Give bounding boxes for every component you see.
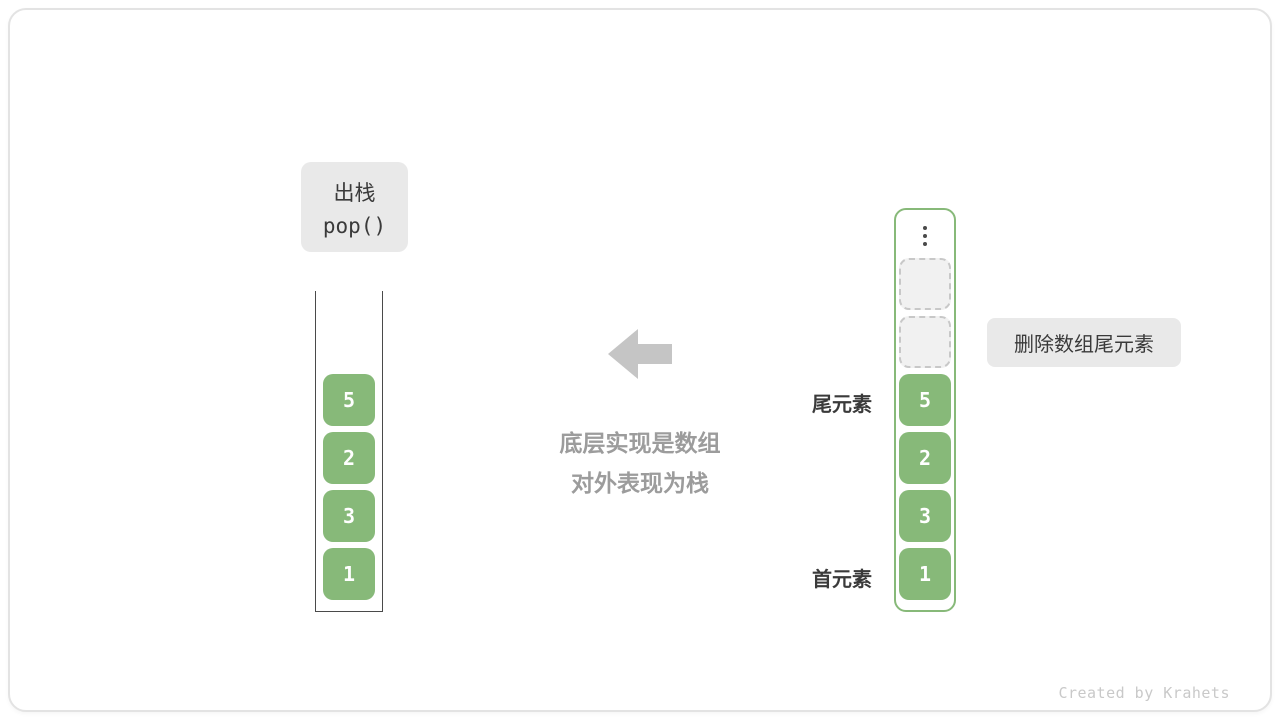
stack-cell: 2: [323, 432, 375, 484]
tail-element-label: 尾元素: [812, 392, 872, 416]
center-note-line2: 对外表现为栈: [571, 471, 709, 497]
credit-text: Created by Krahets: [1058, 684, 1230, 702]
delete-note-label: 删除数组尾元素: [987, 318, 1181, 367]
stack-cell: 1: [323, 548, 375, 600]
array-cell: 2: [899, 432, 951, 484]
array-cell: 1: [899, 548, 951, 600]
empty-slot: [899, 258, 951, 310]
empty-slot: [899, 316, 951, 368]
diagram-card: 出栈 pop() 5 2 3 1 底层实现是数组 对外表现为栈 尾元素 首元素 …: [8, 8, 1272, 712]
left-arrow-icon: [608, 329, 672, 379]
array-container: 5 2 3 1: [894, 208, 956, 612]
center-note-line1: 底层实现是数组: [559, 431, 721, 457]
stack-container: 5 2 3 1: [315, 291, 383, 612]
pop-operation-label: 出栈 pop(): [301, 162, 408, 252]
pop-operation-code: pop(): [322, 213, 387, 238]
stack-cell: 5: [323, 374, 375, 426]
array-cell: 3: [899, 490, 951, 542]
stack-cell: 3: [323, 490, 375, 542]
head-element-label: 首元素: [812, 567, 872, 591]
ellipsis-icon: [923, 220, 927, 252]
array-cell: 5: [899, 374, 951, 426]
pop-operation-title: 出栈: [333, 180, 376, 205]
center-note: 底层实现是数组 对外表现为栈: [490, 424, 790, 504]
